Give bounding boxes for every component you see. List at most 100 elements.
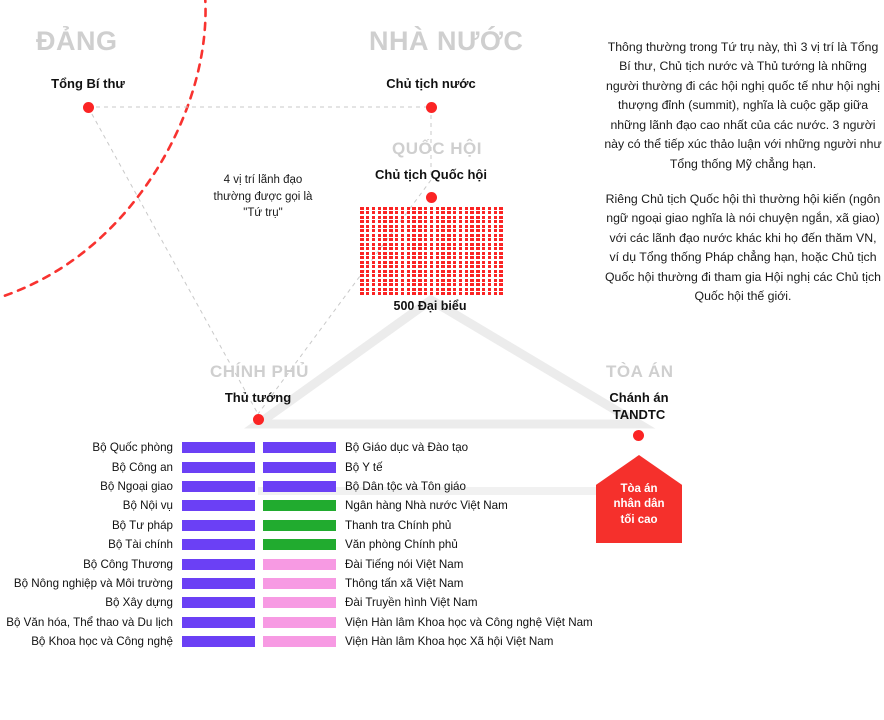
delegate-dot bbox=[418, 211, 422, 215]
delegate-dot bbox=[435, 247, 439, 251]
delegate-dot bbox=[435, 260, 439, 264]
delegate-dot bbox=[383, 229, 387, 233]
delegate-dot bbox=[389, 256, 393, 260]
delegate-dot bbox=[412, 283, 416, 287]
delegate-dot bbox=[453, 224, 457, 228]
delegate-dot bbox=[476, 233, 480, 237]
delegate-dot bbox=[389, 269, 393, 273]
delegate-dot bbox=[377, 269, 381, 273]
delegate-dot bbox=[453, 256, 457, 260]
delegate-dot bbox=[412, 233, 416, 237]
delegate-dot bbox=[470, 247, 474, 251]
delegate-dot bbox=[476, 247, 480, 251]
delegate-dot bbox=[383, 215, 387, 219]
delegate-dot bbox=[377, 220, 381, 224]
delegate-dot bbox=[360, 260, 364, 264]
delegate-dot bbox=[395, 283, 399, 287]
delegate-dot bbox=[470, 292, 474, 296]
ministry-right-bar bbox=[263, 461, 336, 473]
delegate-dot bbox=[429, 274, 434, 278]
delegate-dot bbox=[470, 274, 474, 278]
delegate-dot bbox=[476, 206, 480, 210]
ministry-right-label: Văn phòng Chính phủ bbox=[345, 538, 458, 552]
delegate-dot bbox=[406, 229, 410, 233]
delegate-dot bbox=[371, 251, 376, 255]
delegate-dot bbox=[429, 238, 434, 242]
delegate-dot bbox=[487, 260, 492, 264]
delegate-dot bbox=[487, 287, 492, 291]
delegate-dot bbox=[429, 278, 434, 282]
delegate-dot bbox=[482, 287, 486, 291]
delegate-dot bbox=[366, 220, 370, 224]
delegate-dot bbox=[464, 229, 468, 233]
delegate-dot bbox=[395, 224, 399, 228]
delegate-dot bbox=[389, 292, 393, 296]
delegate-dot bbox=[418, 292, 422, 296]
delegate-dot bbox=[476, 229, 480, 233]
delegate-dot bbox=[418, 247, 422, 251]
delegate-dot bbox=[395, 238, 399, 242]
delegate-dot bbox=[499, 238, 503, 242]
supreme-court-shape[interactable]: Tòa án nhân dân tối cao bbox=[596, 455, 682, 543]
delegate-dot bbox=[470, 211, 474, 215]
delegate-dot bbox=[412, 274, 416, 278]
delegate-dot bbox=[389, 233, 393, 237]
delegate-dot bbox=[371, 256, 376, 260]
delegate-dot bbox=[470, 287, 474, 291]
delegate-dot bbox=[482, 224, 486, 228]
delegate-dot bbox=[493, 260, 497, 264]
delegate-dot bbox=[453, 278, 457, 282]
delegate-dot bbox=[360, 292, 364, 296]
delegate-dot bbox=[424, 292, 428, 296]
delegate-dot bbox=[476, 256, 480, 260]
delegate-dot bbox=[389, 220, 393, 224]
delegate-dot bbox=[383, 287, 387, 291]
delegate-dot bbox=[424, 274, 428, 278]
ministry-left-bar bbox=[182, 480, 255, 492]
delegate-dot bbox=[412, 256, 416, 260]
delegate-dot bbox=[395, 211, 399, 215]
delegate-dot bbox=[458, 229, 463, 233]
ministry-left-label: Bộ Tư pháp bbox=[111, 518, 173, 532]
delegate-dot bbox=[464, 269, 468, 273]
delegate-dot bbox=[470, 260, 474, 264]
delegate-dot bbox=[441, 238, 445, 242]
delegate-dot bbox=[441, 274, 445, 278]
ministry-left-bar bbox=[182, 616, 255, 628]
delegate-dot bbox=[441, 211, 445, 215]
delegate-dot bbox=[383, 206, 387, 210]
node-dot-court[interactable] bbox=[633, 430, 644, 441]
delegate-dot bbox=[458, 260, 463, 264]
delegate-dot bbox=[377, 215, 381, 219]
ministry-left-bar bbox=[182, 539, 255, 551]
delegate-dot bbox=[447, 224, 451, 228]
node-dot-party[interactable] bbox=[83, 102, 94, 113]
delegate-dot bbox=[371, 220, 376, 224]
node-dot-assembly[interactable] bbox=[426, 192, 437, 203]
delegate-dot bbox=[435, 287, 439, 291]
delegate-dot bbox=[482, 238, 486, 242]
node-dot-government[interactable] bbox=[253, 414, 264, 425]
delegate-dot bbox=[482, 220, 486, 224]
delegate-dot bbox=[429, 206, 434, 210]
delegate-dot bbox=[470, 251, 474, 255]
delegate-dot bbox=[366, 215, 370, 219]
delegate-dot bbox=[377, 206, 381, 210]
delegate-dot bbox=[395, 229, 399, 233]
delegate-dot bbox=[418, 251, 422, 255]
delegate-dot bbox=[360, 242, 364, 246]
delegate-count-caption: 500 Đại biểu bbox=[393, 299, 467, 313]
delegate-dot bbox=[377, 278, 381, 282]
delegate-dot bbox=[400, 287, 405, 291]
delegate-dot bbox=[458, 278, 463, 282]
delegate-dot bbox=[424, 251, 428, 255]
delegate-dot bbox=[441, 287, 445, 291]
delegate-dot bbox=[383, 220, 387, 224]
ministry-left-bar bbox=[182, 442, 255, 454]
node-dot-state[interactable] bbox=[426, 102, 437, 113]
delegate-dot bbox=[400, 292, 405, 296]
delegate-dot bbox=[476, 251, 480, 255]
delegate-dot bbox=[412, 215, 416, 219]
delegate-dot bbox=[470, 224, 474, 228]
